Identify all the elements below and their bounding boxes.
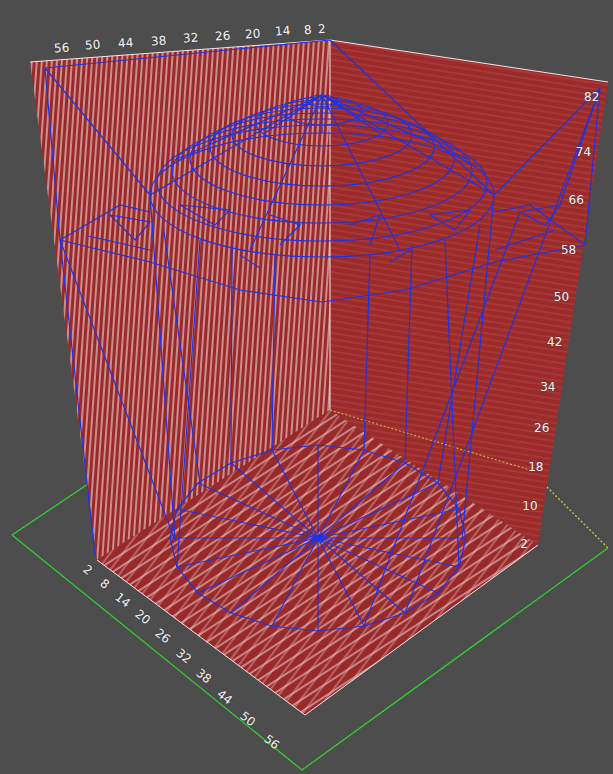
axis-tick-label: 42 [547, 336, 562, 348]
axis-tick-label: 56 [54, 41, 70, 54]
axis-tick-label: 38 [151, 34, 167, 47]
axis-tick-label: 50 [554, 291, 569, 303]
axis-tick-label: 2 [81, 563, 94, 577]
axis-tick-label: 26 [534, 422, 549, 434]
axis-tick-label: 44 [118, 36, 134, 49]
axis-tick-label: 38 [194, 667, 213, 686]
axis-tick-label: 32 [183, 32, 199, 45]
axis-tick-label: 10 [522, 500, 537, 512]
axis-tick-label: 58 [561, 244, 576, 256]
axis-tick-label: 50 [85, 39, 101, 52]
axis-tick-label: 20 [133, 608, 152, 627]
axis-tick-label: 8 [304, 23, 312, 36]
axis-tick-label: 66 [569, 194, 584, 206]
axis-tick-label: 8 [98, 577, 111, 591]
wireframe-mesh [45, 40, 600, 631]
axis-tick-label: 32 [174, 647, 193, 666]
walls [30, 40, 608, 715]
axis-tick-label: 26 [215, 29, 231, 42]
axis-tick-label: 34 [540, 381, 555, 393]
axis-tick-label: 56 [262, 733, 281, 752]
axis-tick-label: 14 [113, 591, 132, 610]
axis-tick-label: 2 [520, 538, 528, 550]
axis-tick-label: 18 [528, 461, 543, 473]
axis-tick-label: 2 [318, 22, 326, 35]
axis-tick-label: 20 [245, 27, 261, 40]
axis-tick-label: 74 [576, 146, 591, 158]
axis-tick-label: 14 [275, 25, 291, 38]
axis-tick-label: 44 [215, 688, 234, 707]
axis-tick-label: 82 [584, 91, 599, 103]
axis-tick-label: 26 [153, 627, 172, 646]
axis-tick-label: 50 [238, 710, 257, 729]
